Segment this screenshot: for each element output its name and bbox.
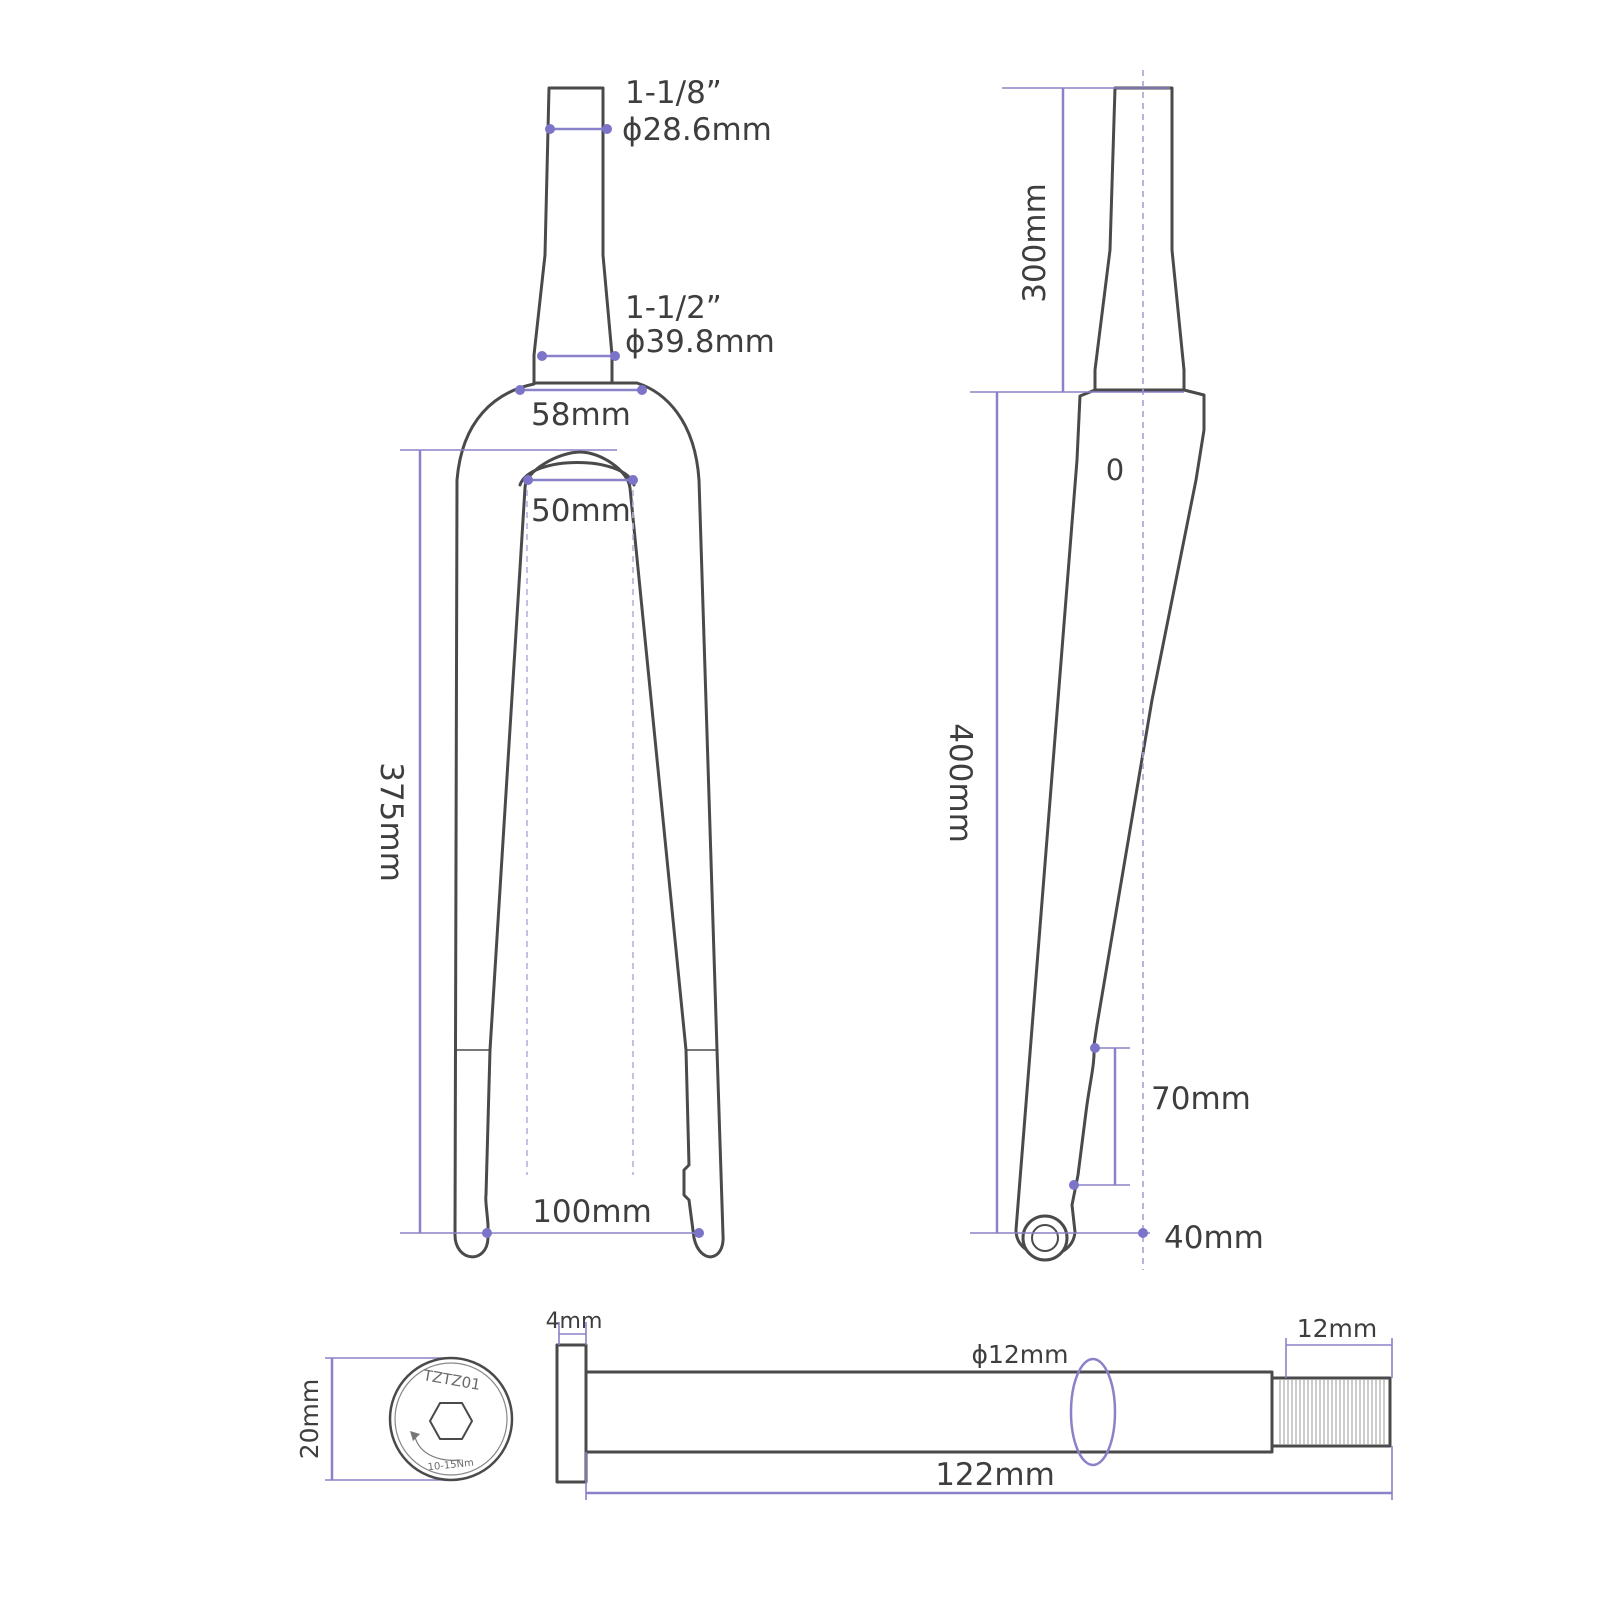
rotate-arrowhead-icon (410, 1431, 420, 1441)
dropout-height-label: 70mm (1151, 1081, 1251, 1117)
rake-label: 40mm (1164, 1220, 1264, 1256)
side-fork-blade (1014, 388, 1206, 1257)
thread-length-label: 12mm (1297, 1314, 1378, 1343)
steerer-top-inch-label: 1-1/8” (625, 75, 722, 111)
steerer-bottom-mm-label: ϕ39.8mm (625, 324, 775, 360)
axle-threads (1279, 1380, 1385, 1444)
steerer-length-label: 300mm (1017, 183, 1053, 303)
dim-dot (1090, 1043, 1100, 1053)
dim-dot (482, 1228, 492, 1238)
dim-dot (637, 385, 647, 395)
fork-length-label: 400mm (942, 723, 978, 843)
dim-dot (694, 1228, 704, 1238)
dim-dot (610, 351, 620, 361)
offset-marker: 0 (1106, 453, 1124, 487)
side-steerer-tube (1093, 86, 1186, 392)
crown-width-label: 58mm (531, 397, 631, 433)
leg-length-label: 375mm (373, 762, 409, 882)
axle-shaft (584, 1370, 1274, 1454)
shaft-diameter-label: ϕ12mm (971, 1340, 1068, 1369)
axle-end-cap-rim (394, 1362, 508, 1476)
cap-torque-label: 10-15Nm (427, 1458, 474, 1474)
axle-head (555, 1343, 588, 1484)
dim-dot (515, 385, 525, 395)
total-length-label: 122mm (935, 1457, 1055, 1493)
rotate-arrow-icon (414, 1436, 461, 1461)
dim-dot (602, 124, 612, 134)
dim-dot (523, 475, 533, 485)
front-steerer-tube (532, 86, 614, 385)
crown-arch-label: 50mm (531, 493, 631, 529)
thru-axle: 20mm TZTZ01 10-15Nm ϕ12mm 4mm 12mm 122mm (295, 1309, 1393, 1500)
front-view: 1-1/8” ϕ28.6mm 1-1/2” ϕ39.8mm 58mm 50mm … (373, 75, 775, 1259)
side-dropout-inner (1031, 1224, 1059, 1252)
side-view: 300mm 400mm 0 70mm 40mm (942, 70, 1264, 1270)
shaft-diameter-ellipse (1069, 1357, 1117, 1467)
dim-dot (628, 475, 638, 485)
dim-dot (1138, 1228, 1148, 1238)
dim-dot (545, 124, 555, 134)
side-dropout-outer (1021, 1214, 1069, 1262)
dim-dot (537, 351, 547, 361)
hub-spacing-label: 100mm (532, 1194, 652, 1230)
head-thickness-label: 4mm (546, 1309, 603, 1334)
steerer-top-mm-label: ϕ28.6mm (622, 112, 772, 148)
dim-dot (1069, 1180, 1079, 1190)
axle-end-cap (388, 1356, 514, 1482)
cap-diameter-label: 20mm (295, 1379, 324, 1460)
hex-socket-icon (429, 1402, 473, 1440)
steerer-bottom-inch-label: 1-1/2” (625, 290, 722, 326)
